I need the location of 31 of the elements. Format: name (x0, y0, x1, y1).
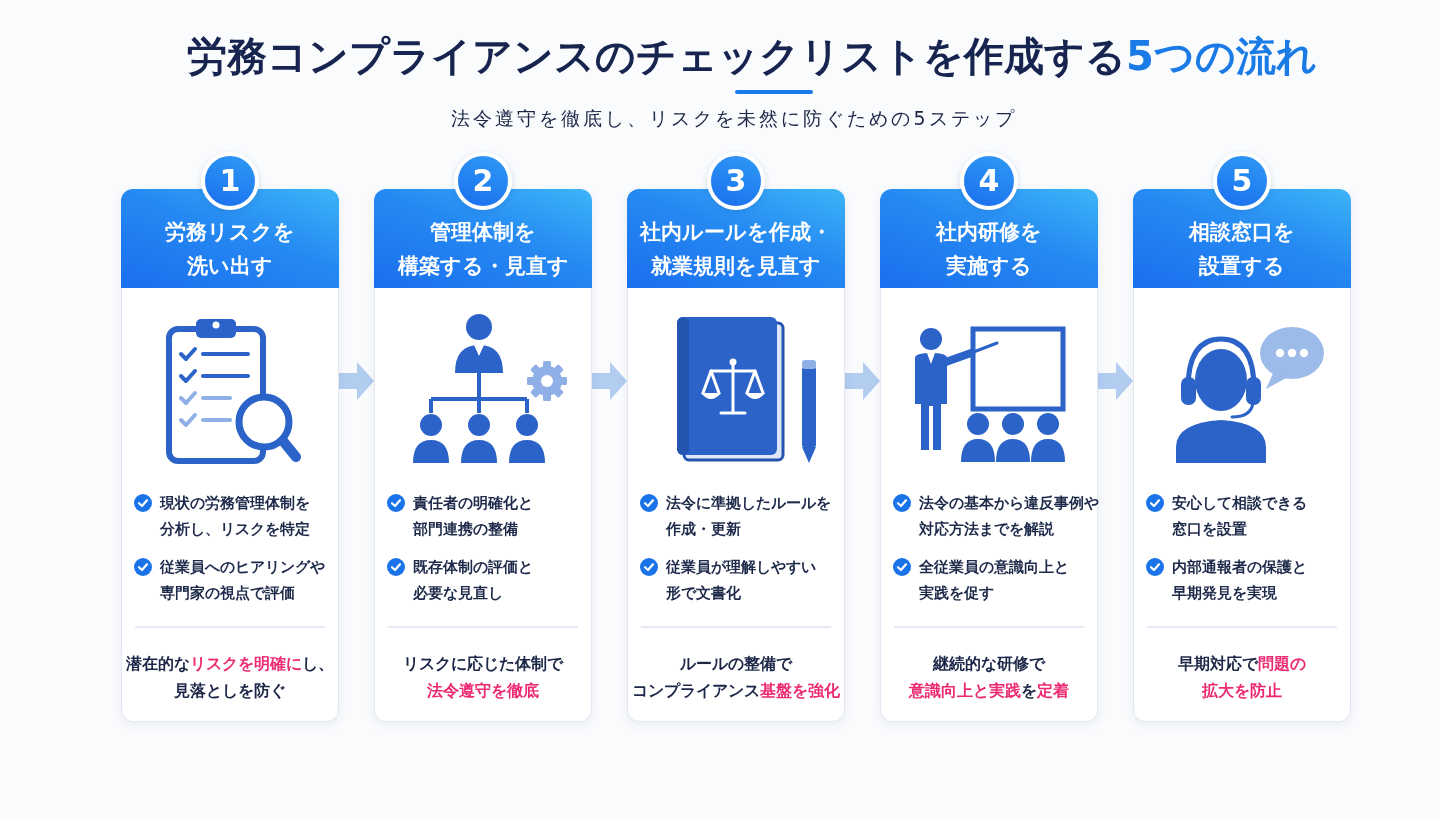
summary-text: ルールの整備でコンプライアンス基盤を強化 (632, 653, 840, 702)
step-card (374, 189, 592, 722)
bullet-text: 全従業員の意識向上と実践を促す (919, 558, 1069, 603)
step-card (121, 189, 339, 722)
title: 労務コンプライアンスのチェックリストを作成する5つの流れ (187, 32, 1317, 81)
bullet-text: 内部通報者の保護と早期発見を実現 (1172, 558, 1307, 603)
arrow (592, 362, 627, 400)
number-circle: 4 (960, 152, 1018, 210)
step-card (1133, 189, 1351, 722)
bullet-text: 法令の基本から違反事例や対応方法までを解説 (919, 494, 1099, 539)
summary-text: 継続的な研修で意識向上と実践を定着 (909, 653, 1069, 702)
bullet-text: 現状の労務管理体制を分析し、リスクを特定 (160, 494, 310, 539)
number-circle: 2 (454, 152, 512, 210)
summary-text: 潜在的なリスクを明確にし、見落としを防ぐ (126, 653, 334, 702)
bullet-text: 従業員へのヒアリングや専門家の視点で評価 (160, 558, 325, 603)
arrow (845, 362, 880, 400)
bullet-text: 責任者の明確化と部門連携の整備 (413, 494, 533, 539)
number-circle: 1 (201, 152, 259, 210)
number-circle: 5 (1213, 152, 1271, 210)
number-circle: 3 (707, 152, 765, 210)
summary-text: リスクに応じた体制で法令遵守を徹底 (403, 653, 563, 702)
subtitle: 法令遵守を徹底し、リスクを未然に防ぐための5ステップ (451, 106, 1017, 131)
step-card (627, 189, 845, 722)
step-card (880, 189, 1098, 722)
arrow (1098, 362, 1133, 400)
bullet-text: 従業員が理解しやすい形で文書化 (666, 558, 816, 603)
summary-text: 早期対応で問題の拡大を防止 (1178, 653, 1306, 702)
bullet-text: 安心して相談できる窓口を設置 (1172, 494, 1307, 539)
bullet-text: 法令に準拠したルールを作成・更新 (666, 494, 831, 539)
arrow (339, 362, 374, 400)
bullet-text: 既存体制の評価と必要な見直し (413, 558, 533, 603)
